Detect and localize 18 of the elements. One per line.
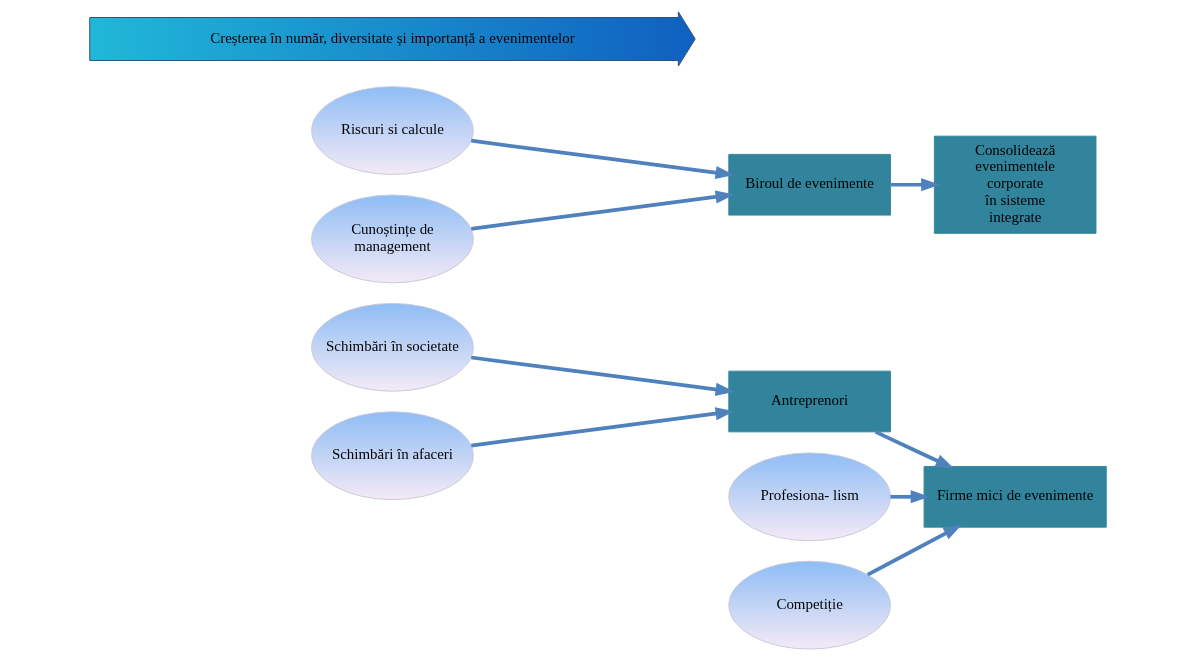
node-ellipse: Cunoștințe de management [310,194,474,284]
arrow [470,190,734,231]
node-ellipse: Riscuri si calcule [310,86,474,175]
arrow [866,524,962,577]
node-box: Consolidează evenimentele corporate în sisteme integrate [933,135,1096,234]
arrow [889,178,940,192]
arrow [874,430,954,469]
node-ellipse: Schimbări în afaceri [310,411,474,501]
arrow [470,138,734,180]
node-ellipse: Profesiona- lism [727,452,891,542]
node-ellipse: Competiție [727,560,891,650]
node-box: Firme mici de evenimente [923,465,1107,528]
node-box: Antreprenori [727,370,891,433]
arrow [470,355,734,396]
arrow [470,407,734,448]
node-box: Biroul de evenimente [727,153,891,216]
arrow [889,490,929,504]
node-ellipse: Schimbări în societate [310,302,474,392]
